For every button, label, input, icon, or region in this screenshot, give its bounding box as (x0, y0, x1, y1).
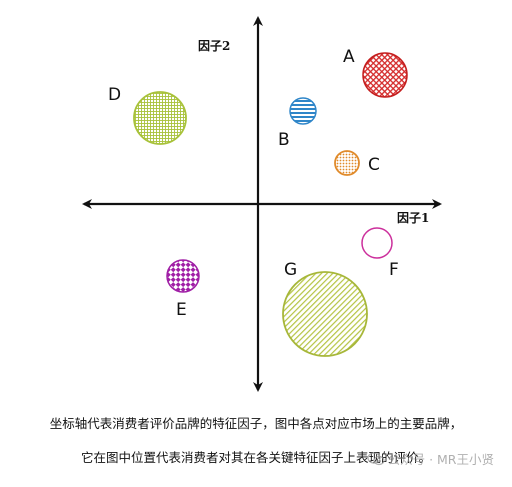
brand-c: C (334, 150, 380, 176)
wechat-icon (366, 452, 385, 466)
watermark: 公众号 · MR王小贤 (366, 449, 494, 468)
brand-d-label: D (108, 85, 121, 105)
brand-a: A (343, 47, 408, 98)
brand-g-circle (282, 271, 368, 357)
brand-g: G (282, 260, 368, 357)
brand-f-label: F (389, 260, 399, 280)
caption-line-2: 它在图中位置代表消费者对其在各关键特征因子上表现的评价。 (80, 450, 431, 465)
brand-e-label: E (176, 300, 187, 320)
brand-f-circle (361, 227, 393, 259)
perceptual-map: 因子2 因子1 A B C D E F G (82, 16, 442, 392)
watermark-text: 公众号 · MR王小贤 (387, 452, 494, 467)
brand-a-label: A (343, 47, 355, 67)
brand-e-circle (166, 259, 200, 293)
brand-d-circle (133, 91, 187, 145)
brand-d: D (108, 85, 187, 145)
brand-c-label: C (368, 155, 380, 175)
brand-f: F (361, 227, 399, 280)
brand-a-circle (362, 52, 408, 98)
brand-c-circle (334, 150, 360, 176)
caption-line-1: 坐标轴代表消费者评价品牌的特征因子，图中各点对应市场上的主要品牌， (49, 416, 463, 431)
brand-e: E (166, 259, 200, 320)
brand-g-label: G (284, 260, 297, 280)
brand-b-circle (289, 97, 317, 125)
y-axis-label: 因子2 (198, 38, 230, 53)
brand-b-label: B (278, 130, 290, 150)
brand-b: B (278, 97, 317, 150)
x-axis-label: 因子1 (397, 210, 429, 225)
